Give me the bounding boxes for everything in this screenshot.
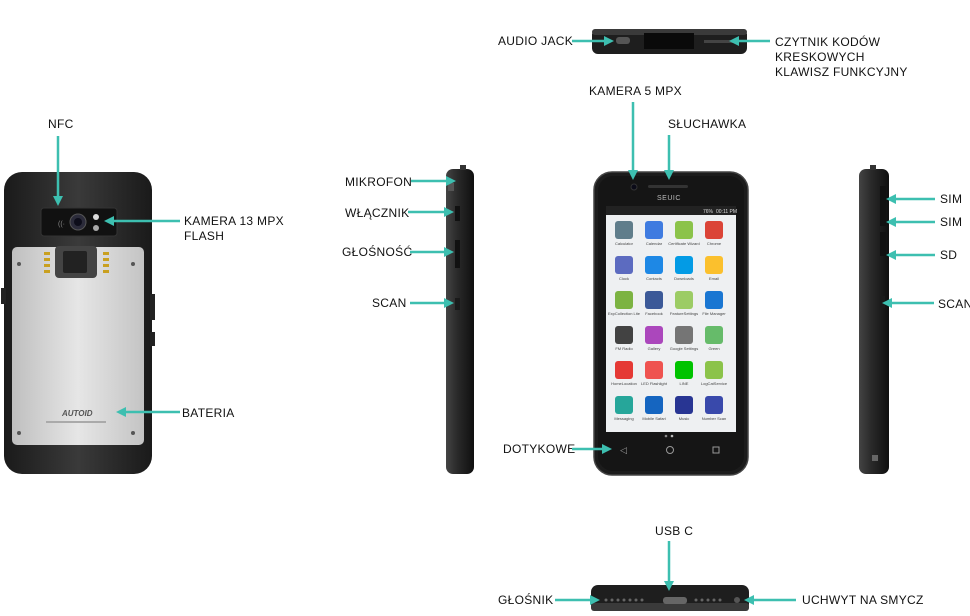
app-icon[interactable] bbox=[645, 256, 663, 274]
nfc-icon: ((· bbox=[58, 221, 65, 228]
label-barcode-reader-function-key: CZYTNIK KODÓW KRESKOWYCH KLAWISZ FUNKCYJ… bbox=[775, 35, 908, 79]
app-icon[interactable] bbox=[705, 396, 723, 414]
label-sd: SD bbox=[940, 248, 958, 262]
app-icon[interactable] bbox=[675, 256, 693, 274]
barcode-scanner-window bbox=[644, 33, 694, 49]
screws bbox=[17, 262, 135, 435]
back-key-icon[interactable]: ◁ bbox=[620, 446, 627, 456]
app-label: ExpCollection Lite bbox=[608, 311, 641, 316]
app-icon[interactable] bbox=[615, 326, 633, 344]
app-icon[interactable] bbox=[615, 256, 633, 274]
audio-jack-port bbox=[616, 37, 630, 44]
app-icon[interactable] bbox=[705, 256, 723, 274]
app-icon[interactable] bbox=[705, 326, 723, 344]
label-touch-keys: DOTYKOWE bbox=[503, 442, 576, 456]
app-label: Email bbox=[709, 276, 719, 281]
app-label: HomeLocation bbox=[611, 381, 637, 386]
status-time: 00:11 PM bbox=[716, 209, 737, 215]
status-battery: 76% bbox=[703, 209, 714, 215]
app-icon[interactable] bbox=[675, 326, 693, 344]
phone-right-side-view bbox=[859, 165, 889, 474]
label-battery: BATERIA bbox=[182, 406, 235, 420]
pogo-pins-left bbox=[44, 252, 50, 273]
app-icon[interactable] bbox=[645, 221, 663, 239]
app-label: Music bbox=[679, 416, 689, 421]
app-icon[interactable] bbox=[705, 291, 723, 309]
app-label: Certificate Wizard bbox=[668, 241, 700, 246]
strap-holder bbox=[734, 597, 740, 603]
app-label: Google Settings bbox=[670, 346, 698, 351]
label-volume: GŁOŚNOŚĆ bbox=[342, 245, 413, 259]
label-earpiece: SŁUCHAWKA bbox=[668, 117, 747, 131]
app-label: Gallery bbox=[648, 346, 661, 351]
app-label: Contacts bbox=[646, 276, 662, 281]
label-scan-left: SCAN bbox=[372, 296, 407, 310]
label-power-button: WŁĄCZNIK bbox=[345, 206, 410, 220]
app-icon[interactable] bbox=[705, 221, 723, 239]
app-icon[interactable] bbox=[615, 221, 633, 239]
label-usb-c: USB C bbox=[655, 524, 694, 538]
app-icon[interactable] bbox=[615, 291, 633, 309]
app-icon[interactable] bbox=[645, 361, 663, 379]
fingerprint-sensor bbox=[63, 251, 87, 273]
app-label: Downloads bbox=[674, 276, 694, 281]
usb-c-port bbox=[663, 597, 687, 604]
label-nfc: NFC bbox=[48, 117, 74, 131]
phone-back-view: ((· AUTOID bbox=[1, 172, 155, 474]
app-label: Mobile Safari bbox=[642, 416, 665, 421]
screen bbox=[606, 206, 736, 432]
app-label: Chrome bbox=[707, 241, 722, 246]
earpiece-grille bbox=[648, 185, 688, 188]
app-icon[interactable] bbox=[615, 361, 633, 379]
app-label: File Manager bbox=[702, 311, 726, 316]
app-grid: Calculator Calendar Certificate Wizard Chro… bbox=[608, 221, 728, 421]
home-key-icon[interactable] bbox=[666, 446, 674, 454]
label-scan-right: SCAN bbox=[938, 297, 970, 311]
label-camera-5mpx: KAMERA 5 MPX bbox=[589, 84, 682, 98]
app-icon[interactable] bbox=[705, 361, 723, 379]
recent-apps-key-icon[interactable] bbox=[712, 446, 720, 454]
brand-logo-front: SEUIC bbox=[657, 195, 681, 202]
app-label: Green bbox=[708, 346, 719, 351]
brand-logo-back: AUTOID bbox=[61, 409, 93, 418]
app-label: Calculator bbox=[615, 241, 634, 246]
app-icon[interactable] bbox=[615, 396, 633, 414]
phone-front-view: SEUIC 76% 00:11 PM Calculator Calendar Cer… bbox=[593, 171, 749, 476]
phone-top-view bbox=[592, 29, 747, 54]
app-label: Facebook bbox=[645, 311, 663, 316]
flash-icon bbox=[93, 214, 99, 220]
callout-arrows bbox=[53, 36, 935, 605]
label-strap-holder: UCHWYT NA SMYCZ bbox=[802, 593, 924, 607]
front-camera-icon bbox=[630, 183, 638, 191]
label-sim-2: SIM bbox=[940, 215, 963, 229]
label-microphone: MIKROFON bbox=[345, 175, 413, 189]
label-audio-jack: AUDIO JACK bbox=[498, 34, 574, 48]
app-label: FM Radio bbox=[615, 346, 633, 351]
speaker-grille bbox=[604, 598, 722, 602]
app-icon[interactable] bbox=[645, 396, 663, 414]
app-label: Clock bbox=[619, 276, 629, 281]
app-icon[interactable] bbox=[645, 291, 663, 309]
label-speaker: GŁOŚNIK bbox=[498, 593, 554, 607]
app-label: Number Scan bbox=[702, 416, 726, 421]
label-sim-1: SIM bbox=[940, 192, 963, 206]
phone-left-side-view bbox=[446, 165, 474, 474]
app-icon[interactable] bbox=[675, 396, 693, 414]
app-label: Calendar bbox=[646, 241, 663, 246]
app-icon[interactable] bbox=[675, 361, 693, 379]
app-label: LED Flashlight bbox=[641, 381, 668, 386]
app-icon[interactable] bbox=[675, 221, 693, 239]
pogo-pins-right bbox=[103, 252, 109, 273]
app-label: LogCatService bbox=[701, 381, 728, 386]
app-icon[interactable] bbox=[675, 291, 693, 309]
app-label: LINE bbox=[680, 381, 689, 386]
status-bar bbox=[606, 206, 736, 215]
app-label: FeatureSettings bbox=[670, 311, 698, 316]
app-icon[interactable] bbox=[645, 326, 663, 344]
app-label: Messaging bbox=[614, 416, 633, 421]
phone-bottom-view bbox=[591, 585, 749, 611]
label-camera-13mpx-flash: KAMERA 13 MPX FLASH bbox=[184, 214, 284, 243]
